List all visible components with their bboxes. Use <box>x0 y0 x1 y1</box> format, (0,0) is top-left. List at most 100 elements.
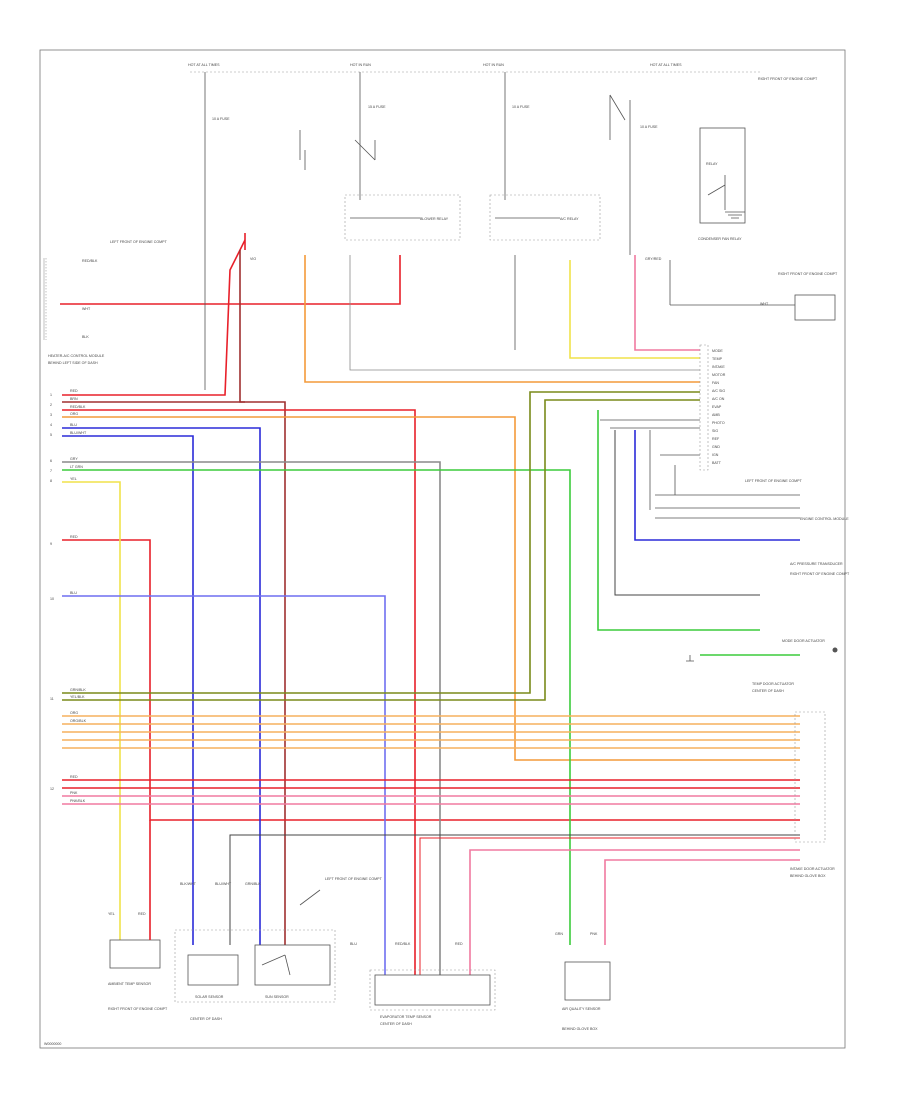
svg-text:11: 11 <box>50 697 54 701</box>
svg-text:CENTER OF DASH: CENTER OF DASH <box>190 1017 222 1021</box>
sensor-ambient: AMBIENT TEMP SENSOR RIGHT FRONT OF ENGIN… <box>108 820 168 1011</box>
right-thin-wires <box>204 255 800 519</box>
svg-text:ORG: ORG <box>70 711 78 715</box>
svg-text:BEHIND LEFT SIDE OF DASH: BEHIND LEFT SIDE OF DASH <box>48 361 98 365</box>
svg-text:IGN: IGN <box>712 453 719 457</box>
right-components: RIGHT FRONT OF ENGINE COMPT LEFT FRONT O… <box>745 272 850 878</box>
svg-text:RELAY: RELAY <box>706 162 718 166</box>
wire-yellow-top <box>569 260 700 359</box>
svg-text:BATT: BATT <box>712 461 722 465</box>
svg-text:10: 10 <box>50 597 54 601</box>
svg-text:GRN/BLK: GRN/BLK <box>245 882 261 886</box>
left-dash-bar <box>43 258 47 340</box>
svg-text:BLU: BLU <box>70 591 77 595</box>
svg-text:GRY: GRY <box>70 457 78 461</box>
colored-wires <box>60 233 800 975</box>
svg-text:BEHIND GLOVE BOX: BEHIND GLOVE BOX <box>562 1027 598 1031</box>
svg-text:9: 9 <box>50 542 52 546</box>
svg-text:8: 8 <box>50 479 52 483</box>
svg-text:6: 6 <box>50 459 52 463</box>
svg-text:WHT: WHT <box>760 302 769 306</box>
svg-text:YEL: YEL <box>70 477 77 481</box>
svg-text:PNK: PNK <box>70 791 78 795</box>
relay-block-left: BLOWER RELAY <box>344 194 461 241</box>
svg-text:RED: RED <box>138 912 146 916</box>
svg-text:VIO: VIO <box>250 257 256 261</box>
svg-text:BLK: BLK <box>82 335 89 339</box>
svg-text:ORG: ORG <box>70 412 78 416</box>
svg-text:RED: RED <box>70 775 78 779</box>
wire-red-main <box>60 255 401 305</box>
svg-text:1: 1 <box>50 393 52 397</box>
svg-text:GND: GND <box>712 445 720 449</box>
left-header-labels: LEFT FRONT OF ENGINE COMPT RED/BLK WHT B… <box>48 240 168 365</box>
svg-text:ENGINE CONTROL MODULE: ENGINE CONTROL MODULE <box>800 517 849 521</box>
wire-olive-1 <box>62 391 700 694</box>
fuse-label-1: HOT AT ALL TIMES <box>188 63 220 67</box>
svg-text:BLU/WHT: BLU/WHT <box>70 431 87 435</box>
wire-orange-1 <box>62 416 800 761</box>
svg-text:TEMP: TEMP <box>712 357 723 361</box>
wire-blue-1 <box>62 427 261 945</box>
svg-text:INTAKE: INTAKE <box>712 365 725 369</box>
svg-text:CENTER OF DASH: CENTER OF DASH <box>380 1022 412 1026</box>
svg-text:EVAPORATOR TEMP SENSOR: EVAPORATOR TEMP SENSOR <box>380 1015 432 1019</box>
sensor-air-quality: AIR QUALITY SENSOR BEHIND GLOVE BOX GRN … <box>555 932 611 1031</box>
svg-text:WHT: WHT <box>82 307 91 311</box>
footer-code: W0000000 <box>44 1042 61 1046</box>
svg-text:HEATER-A/C CONTROL MODULE: HEATER-A/C CONTROL MODULE <box>48 354 105 358</box>
svg-text:RED: RED <box>70 389 78 393</box>
svg-text:AIR QUALITY SENSOR: AIR QUALITY SENSOR <box>562 1007 601 1011</box>
power-feed-section: HOT AT ALL TIMES HOT IN RUN HOT IN RUN H… <box>188 63 760 255</box>
svg-text:12: 12 <box>50 787 54 791</box>
wire-red-4 <box>62 409 416 975</box>
ground-symbols <box>686 211 745 662</box>
svg-text:AMB: AMB <box>712 413 720 417</box>
svg-text:A/C PRESSURE TRANSDUCER: A/C PRESSURE TRANSDUCER <box>790 562 843 566</box>
svg-text:CONDENSER FAN RELAY: CONDENSER FAN RELAY <box>698 237 742 241</box>
wire-tags: RED BRN RED/BLK ORG BLU BLU/WHT GRY LT G… <box>70 257 769 803</box>
svg-text:3: 3 <box>50 413 52 417</box>
svg-text:AMBIENT TEMP SENSOR: AMBIENT TEMP SENSOR <box>108 982 151 986</box>
fuse-15a-a: 15 A FUSE <box>368 105 386 109</box>
wire-blue-right <box>634 430 800 541</box>
svg-text:YEL: YEL <box>108 912 115 916</box>
wire-red-low <box>419 837 800 975</box>
relay-block-right: RELAY CONDENSER FAN RELAY RIGHT FRONT OF… <box>698 77 818 241</box>
svg-text:RIGHT FRONT OF ENGINE COMPT: RIGHT FRONT OF ENGINE COMPT <box>778 272 838 276</box>
fuse-label-4: HOT AT ALL TIMES <box>650 63 682 67</box>
svg-text:RED/BLK: RED/BLK <box>82 259 98 263</box>
fuse-10a-a: 10 A FUSE <box>212 117 230 121</box>
svg-text:A/C SIG: A/C SIG <box>712 389 725 393</box>
left-pin-numbers: 1 2 3 4 5 6 7 8 9 10 11 12 <box>50 393 54 791</box>
svg-text:FAN: FAN <box>712 381 719 385</box>
svg-text:GRY/RED: GRY/RED <box>645 257 662 261</box>
svg-text:RED/BLK: RED/BLK <box>395 942 411 946</box>
svg-text:RIGHT FRONT OF ENGINE COMPT: RIGHT FRONT OF ENGINE COMPT <box>108 1007 168 1011</box>
svg-text:BLU/WHT: BLU/WHT <box>215 882 232 886</box>
svg-text:LEFT FRONT OF ENGINE COMPT: LEFT FRONT OF ENGINE COMPT <box>325 877 383 881</box>
svg-text:GRN/BLK: GRN/BLK <box>70 688 86 692</box>
svg-text:BEHIND GLOVE BOX: BEHIND GLOVE BOX <box>790 874 826 878</box>
wire-green-1 <box>62 469 571 945</box>
svg-text:RIGHT FRONT OF ENGINE COMPT: RIGHT FRONT OF ENGINE COMPT <box>790 572 850 576</box>
wire-red-5 <box>62 539 800 821</box>
svg-text:YEL/BLK: YEL/BLK <box>70 695 85 699</box>
svg-text:5: 5 <box>50 433 52 437</box>
wire-blue-3 <box>62 595 386 975</box>
wire-grey-1 <box>62 461 441 975</box>
svg-text:PNK: PNK <box>590 932 598 936</box>
svg-text:GRN: GRN <box>555 932 563 936</box>
svg-text:BLU: BLU <box>350 942 357 946</box>
svg-text:CENTER OF DASH: CENTER OF DASH <box>752 689 784 693</box>
fuse-10a-c: 10 A FUSE <box>640 125 658 129</box>
resistor-box <box>794 294 836 321</box>
svg-text:RIGHT FRONT OF ENGINE COMPT: RIGHT FRONT OF ENGINE COMPT <box>758 77 818 81</box>
wire-grey-right <box>614 430 760 596</box>
relay-block-middle: A/C RELAY <box>489 194 601 241</box>
svg-text:7: 7 <box>50 469 52 473</box>
svg-text:LEFT FRONT OF ENGINE COMPT: LEFT FRONT OF ENGINE COMPT <box>110 240 168 244</box>
svg-text:TEMP DOOR ACTUATOR: TEMP DOOR ACTUATOR <box>752 682 794 686</box>
svg-text:A/C RELAY: A/C RELAY <box>560 217 579 221</box>
svg-text:REF: REF <box>712 437 720 441</box>
